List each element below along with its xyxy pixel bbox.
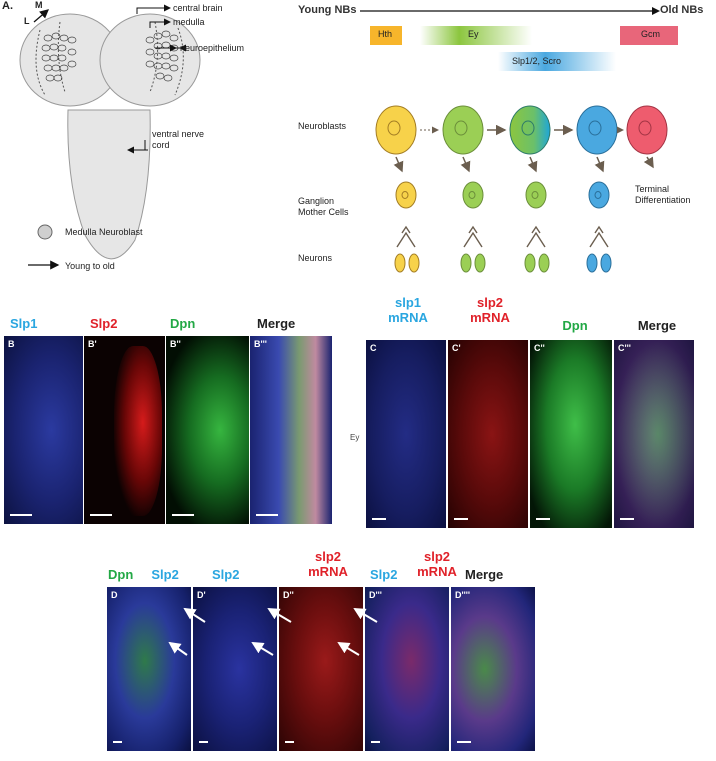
bar-label-gcm: Gcm [641, 29, 660, 39]
d-annotation-arrows [168, 607, 378, 656]
b-header-slp2: Slp2 [90, 316, 118, 331]
axis-arrow [33, 9, 49, 23]
c-side-label: Ey [350, 433, 360, 442]
arrow-icon [183, 607, 206, 623]
lineage-diagram [375, 105, 668, 273]
bar-slp [498, 52, 616, 71]
nb-hth [375, 105, 417, 155]
panel-d-prime: D' [193, 587, 277, 751]
panel-d-merge: D'''' [451, 587, 535, 751]
panel-b: B [4, 336, 83, 524]
panel-d-triple-prime: D''' [365, 587, 449, 751]
nb-ey [442, 105, 484, 155]
panel-c: C [366, 340, 446, 528]
brain-diagram [19, 4, 201, 270]
figure-letter-a: A. [2, 0, 13, 12]
label-central-brain: central brain [173, 3, 223, 13]
panel-c-prime: C' [448, 340, 528, 528]
bar-label-hth: Hth [378, 29, 393, 39]
panel-b-double-prime: B'' [166, 336, 249, 524]
nb-slp [576, 105, 618, 155]
row-label-gmc-1: Ganglion [298, 196, 335, 206]
nb-transition [509, 105, 551, 155]
legend-neuroblast: Medulla Neuroblast [65, 227, 143, 237]
arrow-icon [267, 607, 292, 623]
row-label-gmc-2: Mother Cells [298, 207, 349, 217]
neuroblast-legend-icon [37, 224, 53, 240]
panel-c-merge: C''' [614, 340, 694, 528]
c-header-merge: Merge [637, 318, 677, 333]
arrow-icon [337, 641, 360, 656]
label-medulla: medulla [173, 17, 205, 27]
panel-b-merge: B''' [250, 336, 332, 524]
bar-label-slp: Slp1/2, Scro [512, 56, 562, 66]
terminal-label-1: Terminal [635, 184, 670, 194]
nb-gcm [626, 105, 668, 155]
expression-bars [370, 26, 678, 71]
arrow-icon [353, 607, 378, 623]
bar-gcm [620, 26, 678, 45]
b-header-slp1: Slp1 [10, 316, 38, 331]
label-vnc-2: cord [152, 140, 170, 150]
b-header-dpn: Dpn [170, 316, 196, 331]
d-header-2: Slp2 [212, 567, 240, 582]
axis-label-l: L [24, 16, 30, 26]
bar-hth [370, 26, 402, 45]
d-header-1: Dpn Slp2 [108, 567, 179, 582]
panel-d: D [107, 587, 191, 751]
axis-label-m: M [35, 0, 43, 10]
timeline-young: Young NBs [298, 4, 357, 16]
timeline-arrow [360, 7, 660, 15]
d-header-5: Merge [465, 567, 504, 582]
bar-label-ey: Ey [468, 29, 479, 39]
panel-b-prime: B' [84, 336, 165, 524]
b-header-merge: Merge [257, 316, 296, 331]
bar-ey [420, 26, 532, 45]
label-neuroepithelium: neuroepithelium [180, 43, 245, 53]
row-label-neuroblasts: Neuroblasts [298, 121, 347, 131]
legend-arrow: Young to old [65, 261, 115, 271]
panel-c-double-prime: C'' [530, 340, 612, 528]
arrow-icon [251, 641, 274, 656]
row-label-neurons: Neurons [298, 253, 333, 263]
label-vnc-1: ventral nerve [152, 129, 205, 139]
terminal-label-2: Differentiation [635, 195, 691, 205]
timeline-old: Old NBs [660, 4, 704, 16]
panel-d-double-prime: D'' [279, 587, 363, 751]
c-header-dpn: Dpn [562, 318, 588, 333]
arrow-icon [168, 641, 188, 656]
